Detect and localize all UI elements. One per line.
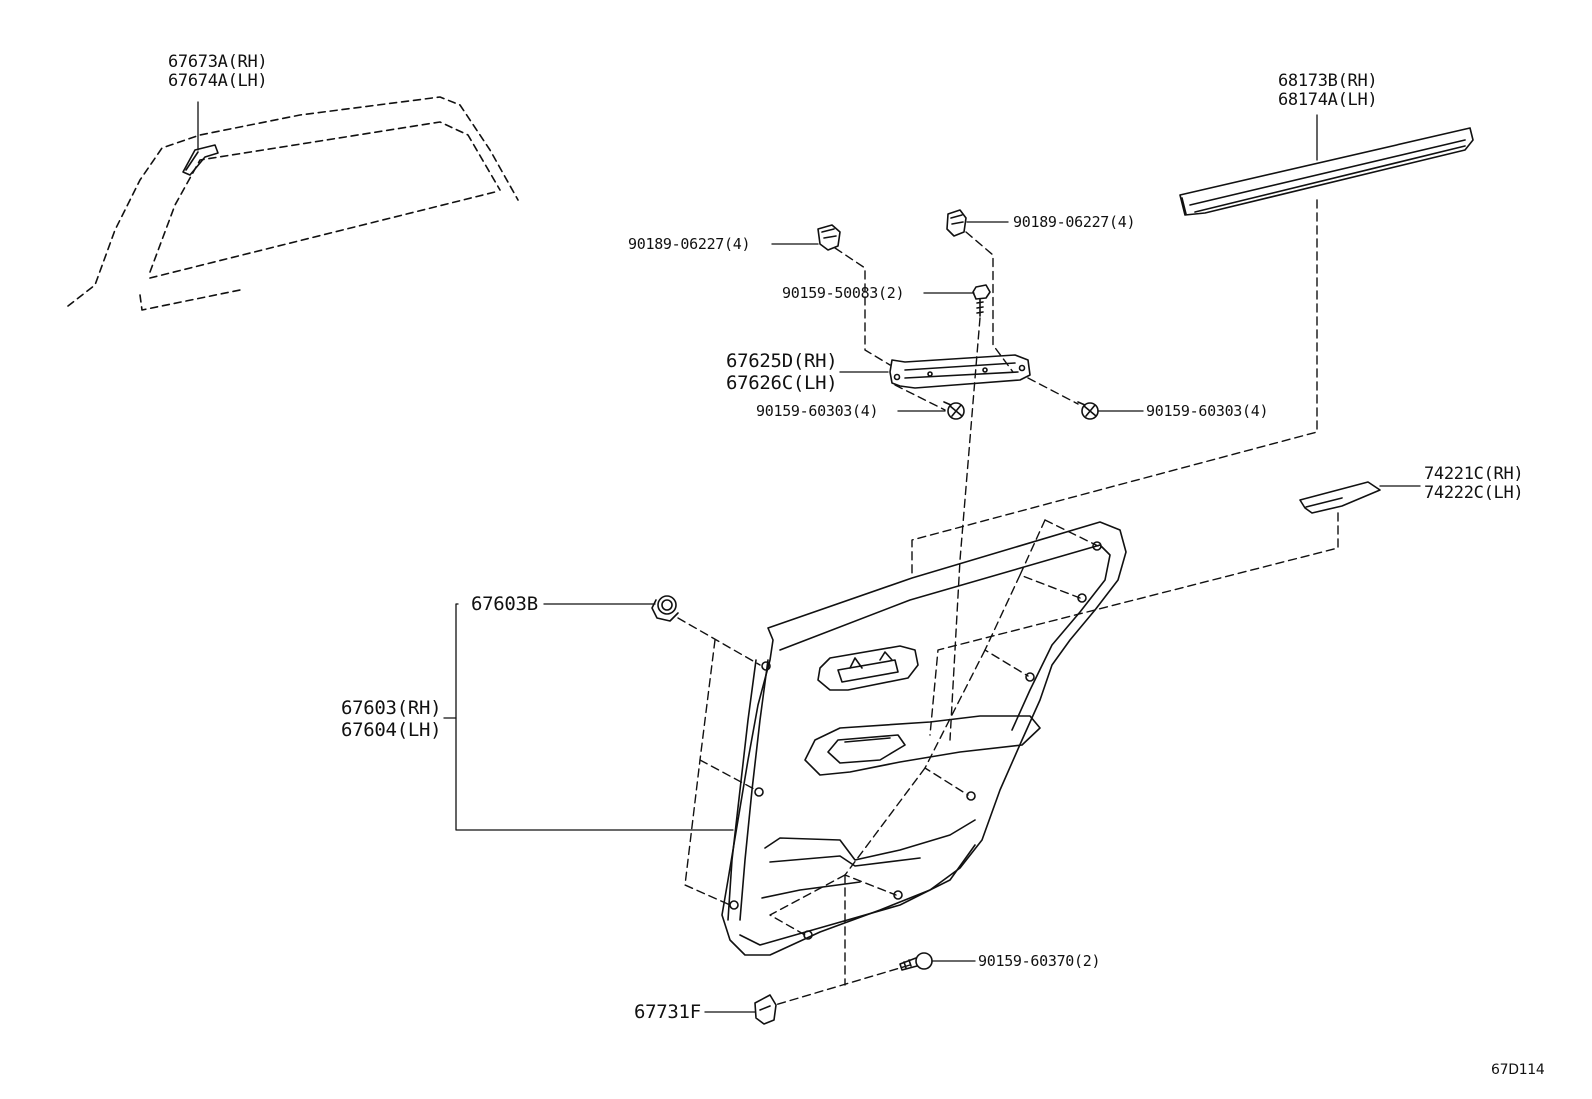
label-clip-right: 90189-06227(4) (1013, 213, 1136, 231)
label-belt-weatherstrip-rh: 68173B(RH) (1278, 71, 1378, 91)
label-clip-left: 90189-06227(4) (628, 235, 751, 253)
clip-right-part (946, 209, 967, 237)
label-glass-run-upper: 67673A(RH) 67674A(LH) (168, 52, 268, 91)
label-clip-panel: 67603B (471, 593, 538, 615)
label-screw-bracket-left: 90159-60303(4) (756, 402, 879, 420)
clip-panel-part (651, 595, 679, 622)
assembly-lines (677, 199, 1339, 1006)
label-door-trim-panel: 67603(RH) 67604(LH) (341, 697, 442, 741)
label-bracket: 67625D(RH) 67626C(LH) (726, 350, 838, 394)
label-door-trim-panel-rh: 67603(RH) (341, 697, 442, 719)
label-ornament: 74221C(RH) 74222C(LH) (1424, 464, 1524, 503)
label-glass-run-upper-lh: 67674A(LH) (168, 71, 268, 91)
screw-bottom-part (899, 952, 933, 971)
door-window-frame (67, 96, 519, 311)
screw-bracket-right-part (1077, 401, 1099, 420)
bracket-part (889, 354, 1031, 389)
label-screw-top: 90159-50083(2) (782, 284, 905, 302)
label-bracket-rh: 67625D(RH) (726, 350, 838, 372)
screw-bracket-left-part (943, 401, 965, 420)
diagram-code: 67D114 (1491, 1062, 1545, 1078)
label-belt-weatherstrip-lh: 68174A(LH) (1278, 90, 1378, 110)
label-cover-bottom: 67731F (634, 1001, 701, 1023)
screw-top-part (972, 284, 991, 317)
ornament-part (1299, 481, 1381, 514)
leader-lines (197, 101, 1421, 1013)
cover-bottom-part (754, 994, 777, 1025)
label-screw-bracket-right: 90159-60303(4) (1146, 402, 1269, 420)
belt-weatherstrip-part (1179, 127, 1474, 216)
label-belt-weatherstrip: 68173B(RH) 68174A(LH) (1278, 71, 1378, 110)
glass-run-upper-part (182, 144, 219, 176)
label-ornament-rh: 74221C(RH) (1424, 464, 1524, 484)
label-ornament-lh: 74222C(LH) (1424, 483, 1524, 503)
door-trim-panel-part (721, 521, 1127, 956)
label-screw-bottom: 90159-60370(2) (978, 952, 1101, 970)
label-bracket-lh: 67626C(LH) (726, 372, 838, 394)
label-door-trim-panel-lh: 67604(LH) (341, 719, 442, 741)
label-glass-run-upper-rh: 67673A(RH) (168, 52, 268, 72)
clip-left-part (817, 224, 841, 251)
